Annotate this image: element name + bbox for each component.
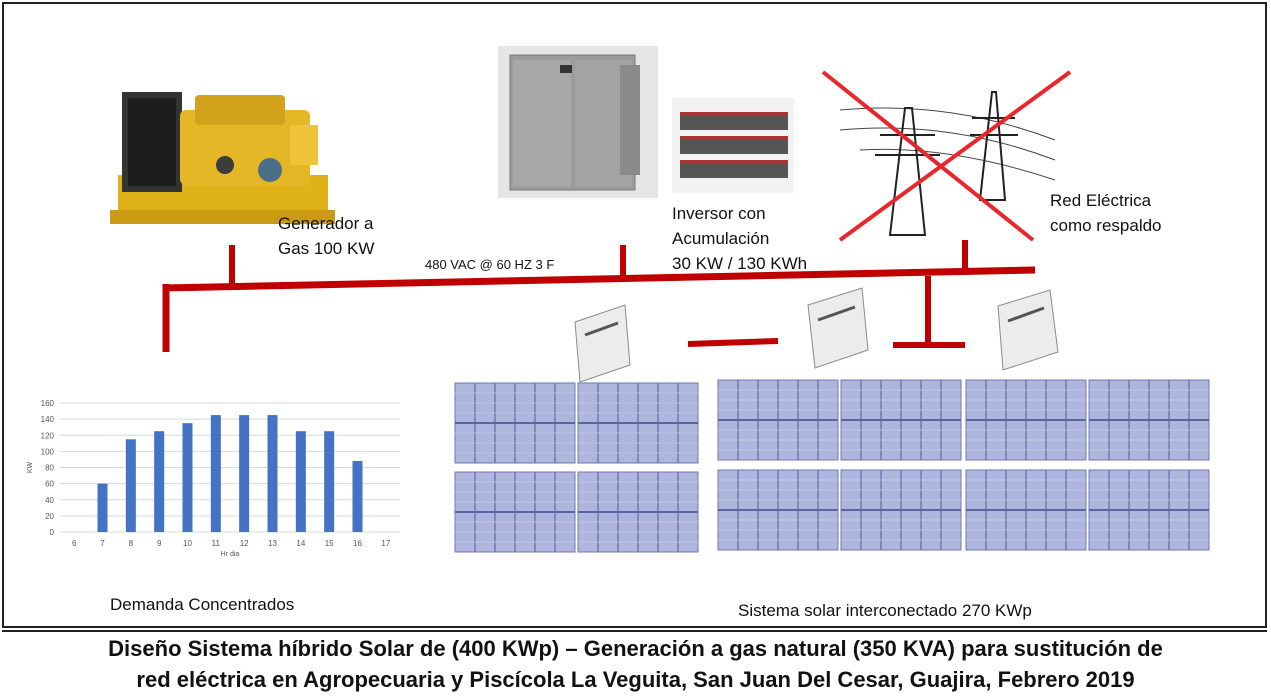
pv-inverter-2-image <box>807 287 869 369</box>
inverter-cabinet-image <box>498 46 658 198</box>
demand-label: Demanda Concentrados <box>110 595 295 614</box>
y-tick-label: 0 <box>50 528 55 537</box>
x-tick-label: 14 <box>296 539 305 548</box>
inverter-label-line3: 30 KW / 130 KWh <box>672 254 808 273</box>
grid-label-line1: Red Eléctrica <box>1050 191 1152 210</box>
caption-line-2: red eléctrica en Agropecuaria y Piscícol… <box>136 667 1135 692</box>
solar-panel-block <box>717 469 839 551</box>
inverter-label-line1: Inversor con <box>672 204 766 223</box>
y-tick-label: 140 <box>41 415 55 424</box>
demand-bar <box>295 431 306 532</box>
y-tick-label: 40 <box>45 496 54 505</box>
diagram-frame <box>2 2 1267 628</box>
solar-panel-block <box>717 379 839 461</box>
x-tick-label: 12 <box>240 539 249 548</box>
demand-bar <box>97 483 108 532</box>
x-tick-label: 16 <box>353 539 362 548</box>
x-axis-label: Hr dia <box>221 551 240 558</box>
demand-bar <box>324 431 335 532</box>
solar-panel-block <box>840 469 962 551</box>
x-tick-label: 10 <box>183 539 192 548</box>
generator-label-line1: Generador a <box>278 214 374 233</box>
demand-bar <box>182 423 193 532</box>
x-tick-label: 8 <box>129 539 134 548</box>
demand-chart: 0 20 40 60 80 100 120 140 160 6 7 8 9 10 11 12 13 14 15 16 1… <box>27 399 400 558</box>
y-tick-label: 120 <box>41 431 55 440</box>
solar-panel-block <box>840 379 962 461</box>
bus-voltage-label: 480 VAC @ 60 HZ 3 F <box>425 257 555 272</box>
x-tick-label: 6 <box>72 539 77 548</box>
ac-bus <box>162 240 1036 352</box>
caption-line-1: Diseño Sistema híbrido Solar de (400 KWp… <box>108 636 1163 661</box>
y-tick-label: 80 <box>45 464 54 473</box>
solar-panel-block <box>1088 379 1210 461</box>
demand-bar <box>352 461 363 532</box>
figure-caption: Diseño Sistema híbrido Solar de (400 KWp… <box>0 633 1271 695</box>
y-axis-label: KW <box>27 461 34 473</box>
system-diagram: 0 20 40 60 80 100 120 140 160 6 7 8 9 10 11 12 13 14 15 16 1… <box>27 46 1210 558</box>
x-tick-label: 13 <box>268 539 277 548</box>
y-tick-label: 60 <box>45 480 54 489</box>
solar-panel-arrays <box>454 379 1210 553</box>
demand-bar <box>239 415 250 532</box>
x-tick-label: 15 <box>325 539 334 548</box>
demand-bar <box>267 415 278 532</box>
solar-system-label: Sistema solar interconectado 270 KWp <box>738 601 1032 620</box>
y-tick-label: 20 <box>45 512 54 521</box>
demand-bar <box>125 439 136 532</box>
solar-panel-block <box>454 382 576 464</box>
generator-label-line2: Gas 100 KW <box>278 239 375 258</box>
solar-panel-block <box>965 379 1087 461</box>
x-tick-label: 11 <box>212 539 221 548</box>
y-tick-label: 160 <box>41 399 55 408</box>
solar-panel-block <box>577 382 699 464</box>
y-tick-label: 100 <box>41 447 55 456</box>
pv-inverter-3-image <box>997 289 1059 371</box>
solar-panel-block <box>1088 469 1210 551</box>
grid-disabled-cross <box>821 70 1072 242</box>
power-grid-towers-image <box>839 91 1056 236</box>
demand-bar <box>210 415 221 532</box>
x-tick-label: 9 <box>157 539 162 548</box>
x-tick-label: 17 <box>381 539 390 548</box>
pv-inverter-1-image <box>574 304 631 383</box>
solar-panel-block <box>965 469 1087 551</box>
demand-bar <box>154 431 165 532</box>
solar-panel-block <box>577 471 699 553</box>
gas-generator-image <box>110 92 335 224</box>
x-tick-label: 7 <box>100 539 105 548</box>
inverter-label-line2: Acumulación <box>672 229 770 248</box>
solar-panel-block <box>454 471 576 553</box>
grid-label-line2: como respaldo <box>1050 216 1162 235</box>
battery-rack-image <box>672 98 794 193</box>
caption-divider <box>2 630 1267 632</box>
